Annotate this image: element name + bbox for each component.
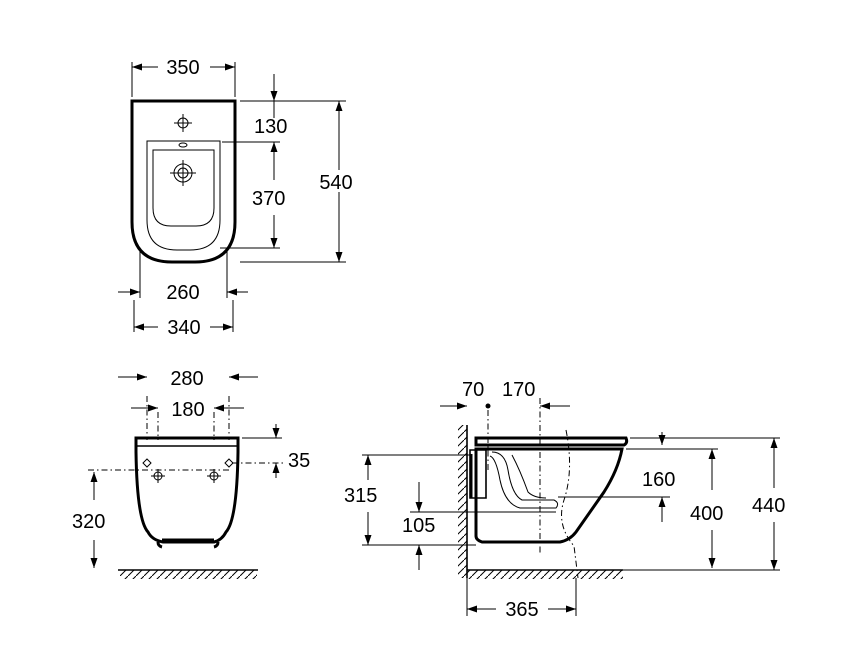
top-view-outline [130,99,237,264]
label-tap-hole: 130 [254,116,287,138]
dim-projection: 365 [466,578,577,621]
label-width-bottom: 340 [167,317,200,339]
label-outer-fixing: 280 [170,368,203,390]
dim-outlet-height: 105 [362,482,556,570]
dim-bowl-width: 260 [118,251,248,304]
side-bowl-interior [489,451,559,509]
front-floor-hatch [120,570,257,579]
label-bowl-length: 370 [252,188,285,210]
dim-side-fixing-height: 315 [344,454,470,545]
label-bowl-width: 260 [166,282,199,304]
front-view: 280 180 35 320 [72,368,310,579]
label-bowl-height: 400 [690,503,723,525]
label-side-fixing-height: 315 [344,485,377,507]
front-view-outline [134,436,240,544]
fixing-hole-icon [142,458,234,483]
drain-icon [170,160,196,186]
label-inner-depth: 160 [642,469,675,491]
top-view-bowl-inner [152,149,215,227]
label-inner-fixing: 180 [171,399,204,421]
top-view-bowl [146,140,221,251]
dim-total-height: 440 [620,437,785,571]
label-waste-offset: 170 [502,379,535,401]
dim-top-offset: 35 [242,424,310,478]
dim-bowl-height: 400 [626,448,723,568]
dim-width-bottom: 340 [133,300,234,339]
side-view-outline [474,447,624,544]
dim-fixing-height: 320 [72,472,105,568]
dim-width-top: 350 [131,56,236,97]
tap-hole-icon [174,114,192,132]
dim-tap-hole: 130 [222,74,287,160]
label-fixing-height: 320 [72,511,105,533]
side-floor-hatch [467,570,623,579]
label-total-height: 440 [752,495,785,517]
label-top-offset: 35 [288,450,310,472]
dim-wall-offsets: 70 170 [440,379,570,410]
label-width-top: 350 [166,57,199,79]
dim-inner-fixing: 180 [131,399,244,421]
label-wall-offset: 70 [462,379,484,401]
top-view: 350 540 130 370 260 [118,56,366,339]
label-projection: 365 [505,599,538,621]
dim-bowl-length: 370 [220,160,285,249]
label-outlet-height: 105 [402,515,435,537]
dim-overall-length: 540 [240,100,366,263]
wall-hatch [458,425,467,578]
overflow-icon [178,142,188,148]
side-seat [474,436,629,447]
dim-outer-fixing: 280 [118,368,258,390]
side-view: 70 170 315 105 160 400 [344,379,785,621]
label-overall-length: 540 [319,172,352,194]
